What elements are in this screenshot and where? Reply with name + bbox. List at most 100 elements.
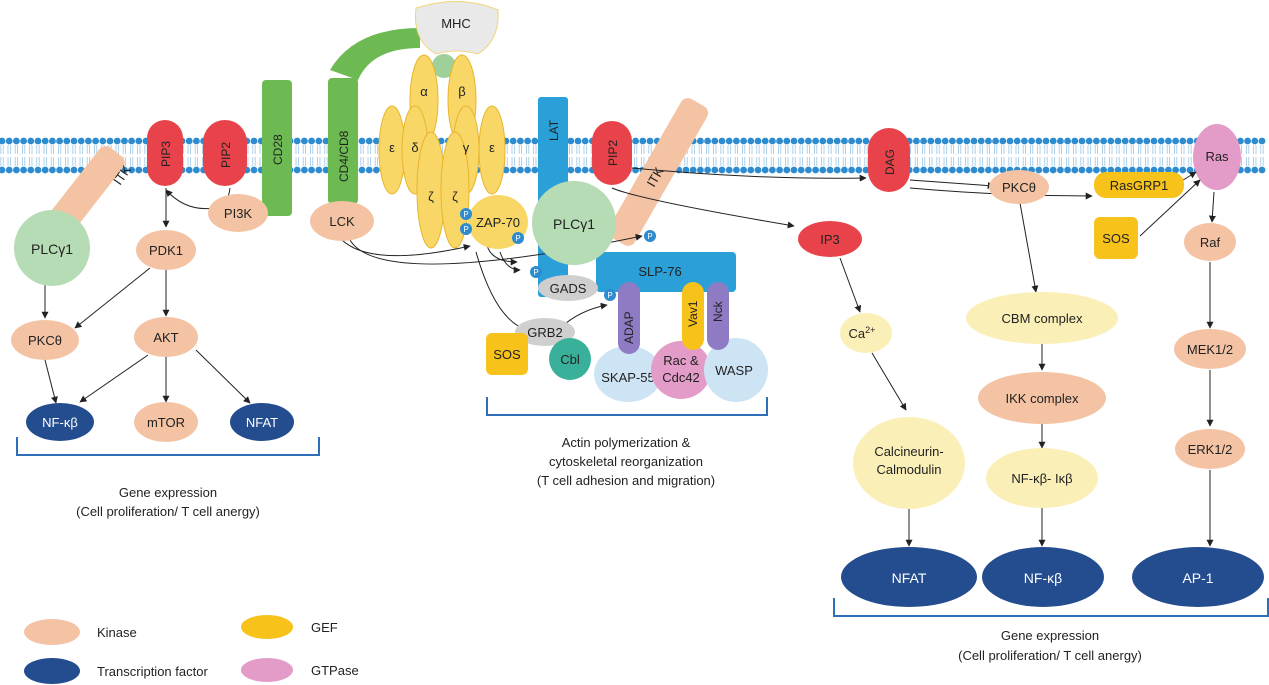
lipid-tail bbox=[122, 145, 126, 154]
lck-label: LCK bbox=[329, 214, 355, 229]
lipid-tail bbox=[1044, 157, 1048, 166]
nfat-left bbox=[230, 403, 294, 441]
lipid-tail bbox=[1166, 145, 1170, 154]
lipid-tail bbox=[835, 157, 839, 166]
lipid-head bbox=[1179, 166, 1187, 174]
lipid-head bbox=[567, 137, 575, 145]
legend-gef-swatch bbox=[241, 615, 293, 639]
lipid-head bbox=[1078, 166, 1086, 174]
epsilon-left-label: ε bbox=[389, 140, 395, 155]
lipid-head bbox=[682, 166, 690, 174]
lipid-head bbox=[632, 137, 639, 145]
lipid-tail bbox=[1166, 157, 1170, 166]
lipid-head bbox=[1143, 137, 1151, 145]
lipid-head bbox=[1085, 166, 1093, 174]
mhc bbox=[414, 1, 499, 55]
lipid-tail bbox=[958, 145, 962, 154]
lipid-tail bbox=[727, 157, 731, 166]
lipid-tail bbox=[22, 145, 26, 154]
lipid-head bbox=[85, 137, 92, 145]
lipid-head bbox=[34, 166, 42, 174]
lipid-head bbox=[697, 166, 704, 174]
lipid-head bbox=[1049, 166, 1057, 174]
lipid-tail bbox=[1130, 145, 1134, 154]
lipid-tail bbox=[1152, 145, 1156, 154]
lipid-tail bbox=[641, 157, 645, 166]
plcg1-center bbox=[532, 181, 616, 265]
lipid-tail bbox=[367, 145, 371, 154]
lipid-head bbox=[1136, 166, 1143, 174]
lipid-head bbox=[711, 166, 719, 174]
lipid-tail bbox=[806, 145, 810, 154]
phospho-zap70-2 bbox=[460, 223, 472, 235]
grb2-label: GRB2 bbox=[527, 325, 562, 340]
lipid-tail bbox=[1080, 157, 1084, 166]
phospho-adap bbox=[604, 289, 616, 301]
zeta-left-label: ζ bbox=[428, 189, 434, 204]
lipid-tail bbox=[576, 145, 580, 154]
lipid-tail bbox=[533, 145, 537, 154]
lipid-tail bbox=[850, 157, 854, 166]
arrow-pip2-ip3 bbox=[611, 187, 795, 229]
lipid-tail bbox=[770, 145, 774, 154]
arrow-pdk1-pkct bbox=[74, 267, 151, 329]
legend-gef-label: GEF bbox=[311, 620, 338, 635]
lipid-head bbox=[106, 137, 114, 145]
cbl-label: Cbl bbox=[560, 352, 580, 367]
lipid-tail bbox=[65, 145, 69, 154]
lipid-tail bbox=[828, 145, 832, 154]
lipid-head bbox=[1114, 137, 1122, 145]
lipid-tail bbox=[821, 145, 825, 154]
sos-center bbox=[486, 333, 528, 375]
lipid-tail bbox=[1058, 145, 1062, 154]
lipid-head bbox=[927, 137, 935, 145]
lipid-tail bbox=[1174, 145, 1178, 154]
lipid-tail bbox=[511, 145, 515, 154]
lipid-tail bbox=[994, 145, 998, 154]
legend-kinase-swatch bbox=[24, 619, 80, 645]
lipid-head bbox=[1244, 166, 1251, 174]
lipid-head bbox=[970, 166, 978, 174]
lipid-tail bbox=[792, 157, 796, 166]
lipid-head bbox=[1078, 137, 1086, 145]
lipid-tail bbox=[583, 145, 587, 154]
lipid-tail bbox=[943, 157, 947, 166]
lipid-tail bbox=[742, 157, 746, 166]
lipid-head bbox=[1114, 166, 1122, 174]
lipid-head bbox=[1186, 137, 1194, 145]
lipid-tail bbox=[302, 145, 306, 154]
mtor bbox=[134, 402, 198, 442]
phospho-itk-label: P bbox=[647, 232, 652, 241]
lipid-head bbox=[985, 166, 992, 174]
lipid-head bbox=[725, 137, 733, 145]
lipid-head bbox=[1057, 166, 1064, 174]
lipid-head bbox=[301, 166, 308, 174]
lipid-head bbox=[913, 137, 920, 145]
lipid-tail bbox=[130, 157, 134, 166]
lipid-tail bbox=[1094, 145, 1098, 154]
phospho-itk bbox=[644, 230, 656, 242]
lat-label: LAT bbox=[547, 119, 561, 141]
lipid-tail bbox=[518, 157, 522, 166]
gads-label: GADS bbox=[550, 281, 587, 296]
lipid-head bbox=[949, 137, 956, 145]
lipid-head bbox=[315, 137, 323, 145]
lipid-tail bbox=[14, 157, 18, 166]
lipid-head bbox=[747, 166, 755, 174]
plcg1-left-label: PLCγ1 bbox=[31, 241, 73, 257]
lipid-tail bbox=[986, 157, 990, 166]
lipid-tail bbox=[310, 145, 314, 154]
cd4cd8-arc bbox=[330, 28, 420, 80]
akt-label: AKT bbox=[153, 330, 178, 345]
lipid-head bbox=[855, 137, 863, 145]
calcineurin-line2: Calmodulin bbox=[876, 462, 941, 477]
left-output-line1: Gene expression bbox=[119, 485, 217, 500]
lipid-tail bbox=[374, 145, 378, 154]
legend-tf-label: Transcription factor bbox=[97, 664, 208, 679]
lipid-tail bbox=[857, 157, 861, 166]
lipid-head bbox=[1129, 166, 1136, 174]
lipid-tail bbox=[511, 157, 515, 166]
lipid-tail bbox=[1138, 145, 1142, 154]
lipid-tail bbox=[302, 157, 306, 166]
lipid-tail bbox=[1037, 145, 1041, 154]
